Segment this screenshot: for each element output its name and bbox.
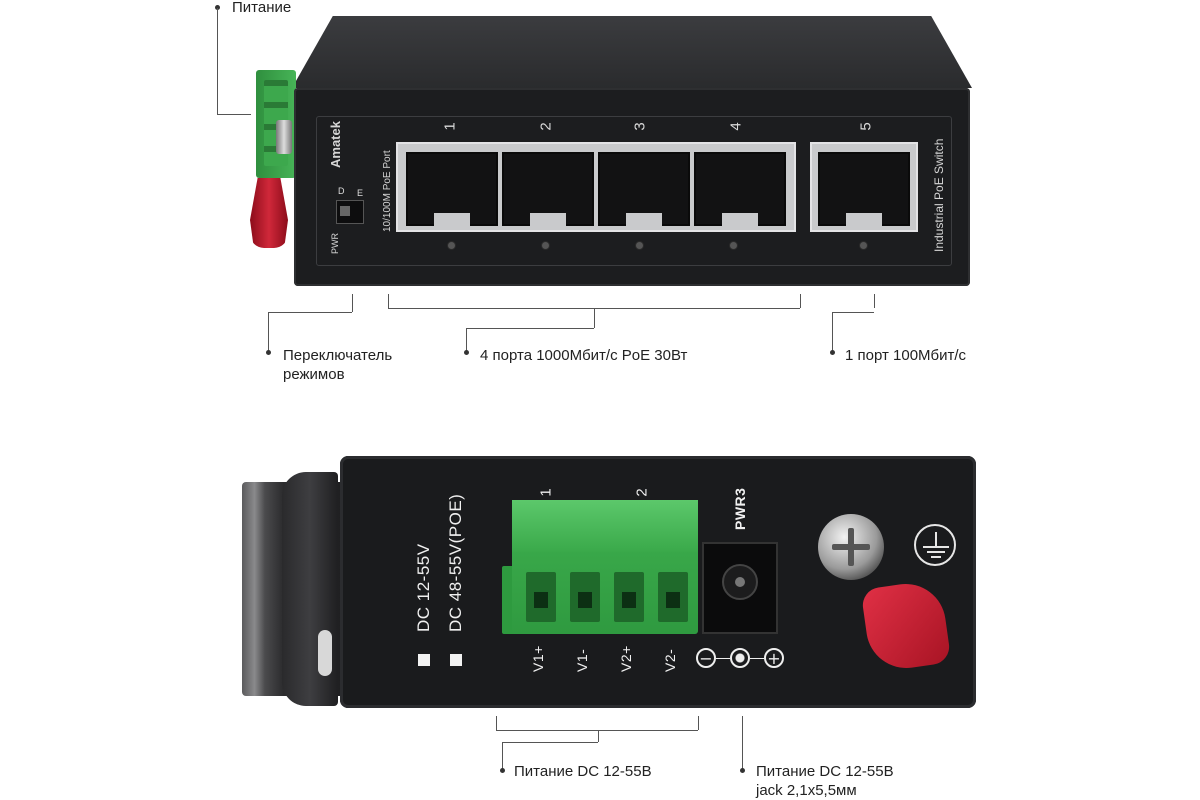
terminal-group-label-2: 2 (633, 488, 651, 497)
callout-dot-uplink (830, 350, 835, 355)
callout-line (598, 730, 599, 742)
callout-line (268, 312, 352, 313)
port-number-5: 5 (857, 122, 875, 131)
port-led-3 (636, 242, 643, 249)
callout-dot-poe (464, 350, 469, 355)
bracket-line (874, 294, 875, 308)
voltage-label-2: DC 48-55V(POE) (446, 493, 465, 632)
port-led-5 (860, 242, 867, 249)
pwr3-label: PWR3 (732, 487, 748, 530)
side-screw (276, 120, 292, 154)
port-led-4 (730, 242, 737, 249)
port-number-2: 2 (537, 122, 555, 131)
bracket-line (496, 730, 698, 731)
callout-line (502, 742, 598, 743)
rj45-port-3[interactable] (598, 152, 690, 226)
callout-power-jack: Питание DC 12-55В jack 2,1x5,5мм (756, 762, 894, 800)
port-led-1 (448, 242, 455, 249)
pwr-label: PWR (330, 233, 340, 254)
terminal-slot-v1-plus[interactable] (526, 572, 556, 622)
power-jack-line-1: Питание DC 12-55В (756, 763, 894, 780)
callout-line (217, 114, 251, 115)
bracket-line (388, 294, 389, 308)
port-number-1: 1 (441, 122, 459, 131)
mode-switch[interactable] (336, 200, 364, 224)
ground-screw (818, 514, 884, 580)
terminal-label-v1-minus: V1- (574, 648, 590, 672)
callout-poe-ports: 4 порта 1000Мбит/с PoE 30Вт (480, 347, 688, 364)
callout-mode-switch: Переключатель режимов (283, 346, 443, 384)
din-clip-slot (318, 630, 332, 676)
port-number-3: 3 (631, 122, 649, 131)
callout-line (742, 716, 743, 770)
rj45-port-5[interactable] (818, 152, 910, 226)
callout-line (502, 742, 503, 770)
callout-dot-terminal (500, 768, 505, 773)
callout-line (217, 8, 218, 114)
voltage-label-1: DC 12-55V (414, 543, 433, 632)
device-top-cover (292, 16, 972, 88)
polarity-plus-icon: + (764, 648, 784, 668)
terminal-label-v2-plus: V2+ (618, 645, 634, 672)
switch-label-e: E (357, 188, 364, 198)
terminal-label-v2-minus: V2- (662, 648, 678, 672)
power-jack-line-2: jack 2,1x5,5мм (756, 782, 857, 799)
indicator-square-1 (418, 654, 430, 666)
port-led-2 (542, 242, 549, 249)
port-number-4: 4 (727, 122, 745, 131)
front-inner-panel (316, 116, 952, 266)
polarity-minus-icon: − (696, 648, 716, 668)
callout-power-terminal: Питание DC 12-55В (514, 763, 652, 780)
callout-line (268, 312, 269, 352)
polarity-line (716, 658, 730, 659)
callout-line (352, 294, 353, 312)
bracket-line (800, 294, 801, 308)
mode-switch-text: Переключатель режимов (283, 347, 393, 383)
switch-label-d: D (338, 186, 345, 196)
callout-power-top: Питание (232, 0, 292, 16)
callout-dot-power-top (215, 5, 220, 10)
polarity-center-icon (730, 648, 750, 668)
port-caption: 10/100M PoE Port (382, 150, 393, 232)
ground-symbol-icon (914, 524, 956, 566)
bracket-line (496, 716, 497, 730)
brand-logo: Amatek (328, 121, 343, 168)
callout-line (466, 328, 467, 352)
terminal-label-v1-plus: V1+ (530, 645, 546, 672)
callout-line (466, 328, 594, 329)
callout-dot-mode (266, 350, 271, 355)
terminal-slot-v2-plus[interactable] (614, 572, 644, 622)
callout-line (594, 308, 595, 328)
dc-jack-socket[interactable] (722, 564, 758, 600)
callout-line (832, 312, 874, 313)
rj45-port-4[interactable] (694, 152, 786, 226)
terminal-slot-v1-minus[interactable] (570, 572, 600, 622)
model-caption: Industrial PoE Switch (932, 138, 946, 252)
rj45-port-1[interactable] (406, 152, 498, 226)
bracket-line (698, 716, 699, 730)
indicator-square-2 (450, 654, 462, 666)
red-wire-lug (250, 178, 288, 248)
callout-dot-jack (740, 768, 745, 773)
terminal-group-label-1: 1 (537, 488, 555, 497)
terminal-slot-v2-minus[interactable] (658, 572, 688, 622)
rj45-port-2[interactable] (502, 152, 594, 226)
polarity-line (750, 658, 764, 659)
callout-uplink-port: 1 порт 100Мбит/с (845, 347, 967, 364)
callout-line (832, 312, 833, 352)
